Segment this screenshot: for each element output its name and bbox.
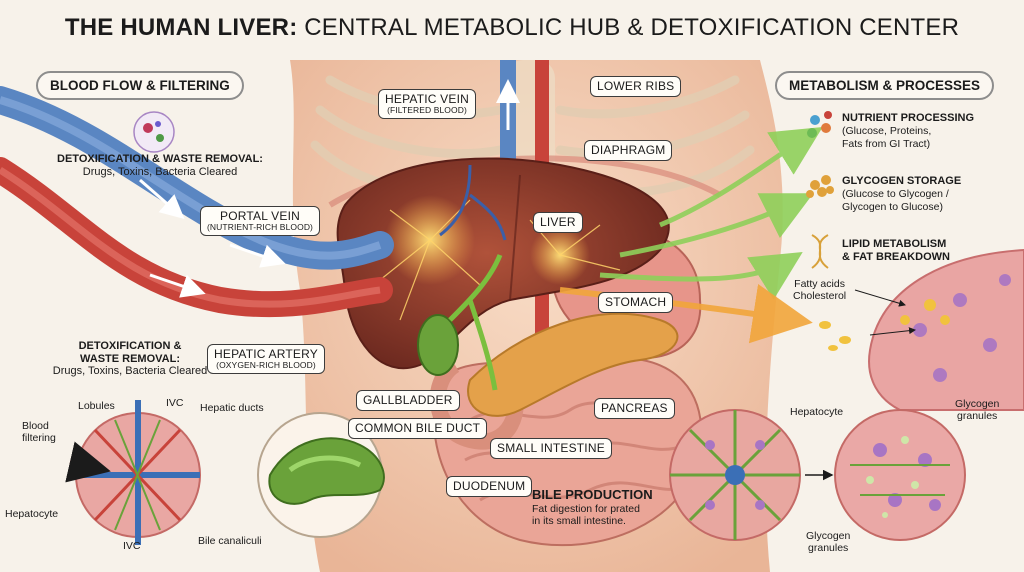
hepatic-artery-name: HEPATIC ARTERY xyxy=(214,347,318,361)
glycogen-icon xyxy=(806,175,834,198)
label-gallbladder: GALLBLADDER xyxy=(356,390,460,411)
detox-top-title: DETOXIFICATION & WASTE REMOVAL: xyxy=(57,153,263,165)
label-lower-ribs: LOWER RIBS xyxy=(590,76,682,97)
bile-title: BILE PRODUCTION xyxy=(532,487,653,502)
section-header-blood-flow: BLOOD FLOW & FILTERING xyxy=(36,71,244,100)
gallbladder-shape xyxy=(417,314,459,376)
lobule-label-ivc-top: IVC xyxy=(166,397,184,409)
hepatic-vein-name: HEPATIC VEIN xyxy=(385,92,469,106)
cell-label-hepatocyte: Hepatocyte xyxy=(790,406,844,418)
label-duodenum: DUODENUM xyxy=(446,476,533,497)
section-header-metabolism: METABOLISM & PROCESSES xyxy=(775,71,995,100)
cell-label-glycogen-bottom: Glycogen granules xyxy=(806,530,851,555)
label-hepatic-artery: HEPATIC ARTERY (OXYGEN-RICH BLOOD) xyxy=(207,344,325,374)
label-portal-vein: PORTAL VEIN (NUTRIENT-RICH BLOOD) xyxy=(200,206,320,236)
process-nutrient: NUTRIENT PROCESSING (Glucose, Proteins, … xyxy=(842,112,975,150)
pancreas-shape xyxy=(467,312,679,417)
page-title: THE HUMAN LIVER: CENTRAL METABOLIC HUB &… xyxy=(64,14,960,41)
label-hepatic-vein: HEPATIC VEIN (FILTERED BLOOD) xyxy=(378,89,476,119)
lobule-label-hepatocyte: Hepatocyte xyxy=(5,508,59,520)
detox-bottom-desc: Drugs, Toxins, Bacteria Cleared xyxy=(52,365,208,378)
portal-vein-sub: (NUTRIENT-RICH BLOOD) xyxy=(207,221,313,232)
lobule-label-hepatic-ducts: Hepatic ducts xyxy=(200,402,264,414)
lobule-label-ivc-bottom: IVC xyxy=(123,540,141,552)
bile-line-1: Fat digestion for prated xyxy=(532,502,640,515)
fat-tissue xyxy=(868,248,1024,411)
lobule-label-bile-canaliculi: Bile canaliculi xyxy=(198,535,262,547)
portal-vein-name: PORTAL VEIN xyxy=(219,209,300,223)
dna-icon xyxy=(811,234,829,269)
detox-top-desc: Drugs, Toxins, Bacteria Cleared xyxy=(82,165,238,178)
detox-bottom-caption: DETOXIFICATION & WASTE REMOVAL: Drugs, T… xyxy=(30,340,230,378)
hepatic-vein-sub: (FILTERED BLOOD) xyxy=(387,104,467,115)
label-diaphragm: DIAPHRAGM xyxy=(584,140,673,161)
glycogen-cell xyxy=(834,409,966,541)
detox-top-caption: DETOXIFICATION & WASTE REMOVAL: Drugs, T… xyxy=(40,153,280,178)
detox-bottom-title-1: DETOXIFICATION & xyxy=(78,340,182,352)
lobule-label-lobules: Lobules xyxy=(78,400,115,412)
label-pancreas: PANCREAS xyxy=(594,398,675,419)
fat-labels: Fatty acids Cholesterol xyxy=(793,278,847,303)
label-liver: LIVER xyxy=(533,212,583,233)
bile-line-2: in its small intestine. xyxy=(532,515,626,527)
bile-production-caption: BILE PRODUCTION Fat digestion for prated… xyxy=(532,487,653,527)
detox-bottom-title-2: WASTE REMOVAL: xyxy=(79,352,180,365)
label-stomach: STOMACH xyxy=(598,292,674,313)
process-glycogen: GLYCOGEN STORAGE (Glucose to Glycogen / … xyxy=(842,175,962,213)
nutrient-icon xyxy=(807,111,832,138)
cell-label-glycogen-top: Glycogen granules xyxy=(955,398,1000,423)
process-lipid: LIPID METABOLISM & FAT BREAKDOWN xyxy=(842,238,950,264)
label-small-intestine: SMALL INTESTINE xyxy=(490,438,612,459)
hepatic-artery-sub: (OXYGEN-RICH BLOOD) xyxy=(216,359,316,370)
lobule-label-blood-filtering: Blood filtering xyxy=(22,420,56,445)
germs-icon xyxy=(133,111,175,153)
label-common-bile-duct: COMMON BILE DUCT xyxy=(348,418,488,439)
